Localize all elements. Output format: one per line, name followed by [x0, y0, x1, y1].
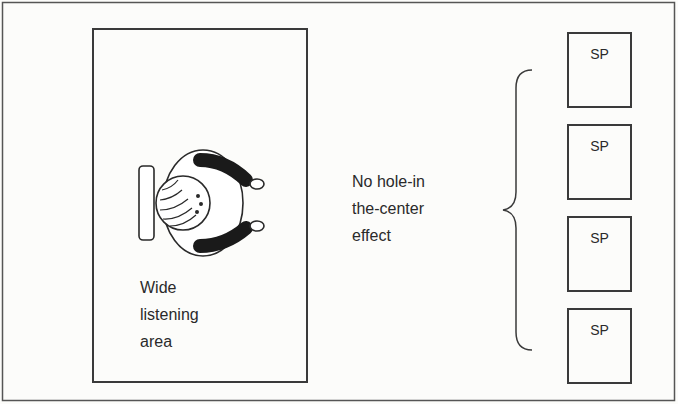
listener-figure	[139, 150, 264, 256]
note: No hole-in the-center effect	[352, 168, 448, 249]
area-label: Wide listening area	[140, 274, 224, 355]
brace	[503, 70, 532, 350]
listening-area: Wide listening area	[92, 28, 308, 383]
frame	[3, 3, 675, 401]
speaker-box: SP	[567, 124, 632, 200]
speaker-label: SP	[569, 46, 630, 62]
speaker-box: SP	[567, 32, 632, 108]
speaker-label: SP	[569, 230, 630, 246]
speaker-label: SP	[569, 138, 630, 154]
speaker-box: SP	[567, 308, 632, 384]
speaker-label: SP	[569, 322, 630, 338]
speaker-box: SP	[567, 216, 632, 292]
